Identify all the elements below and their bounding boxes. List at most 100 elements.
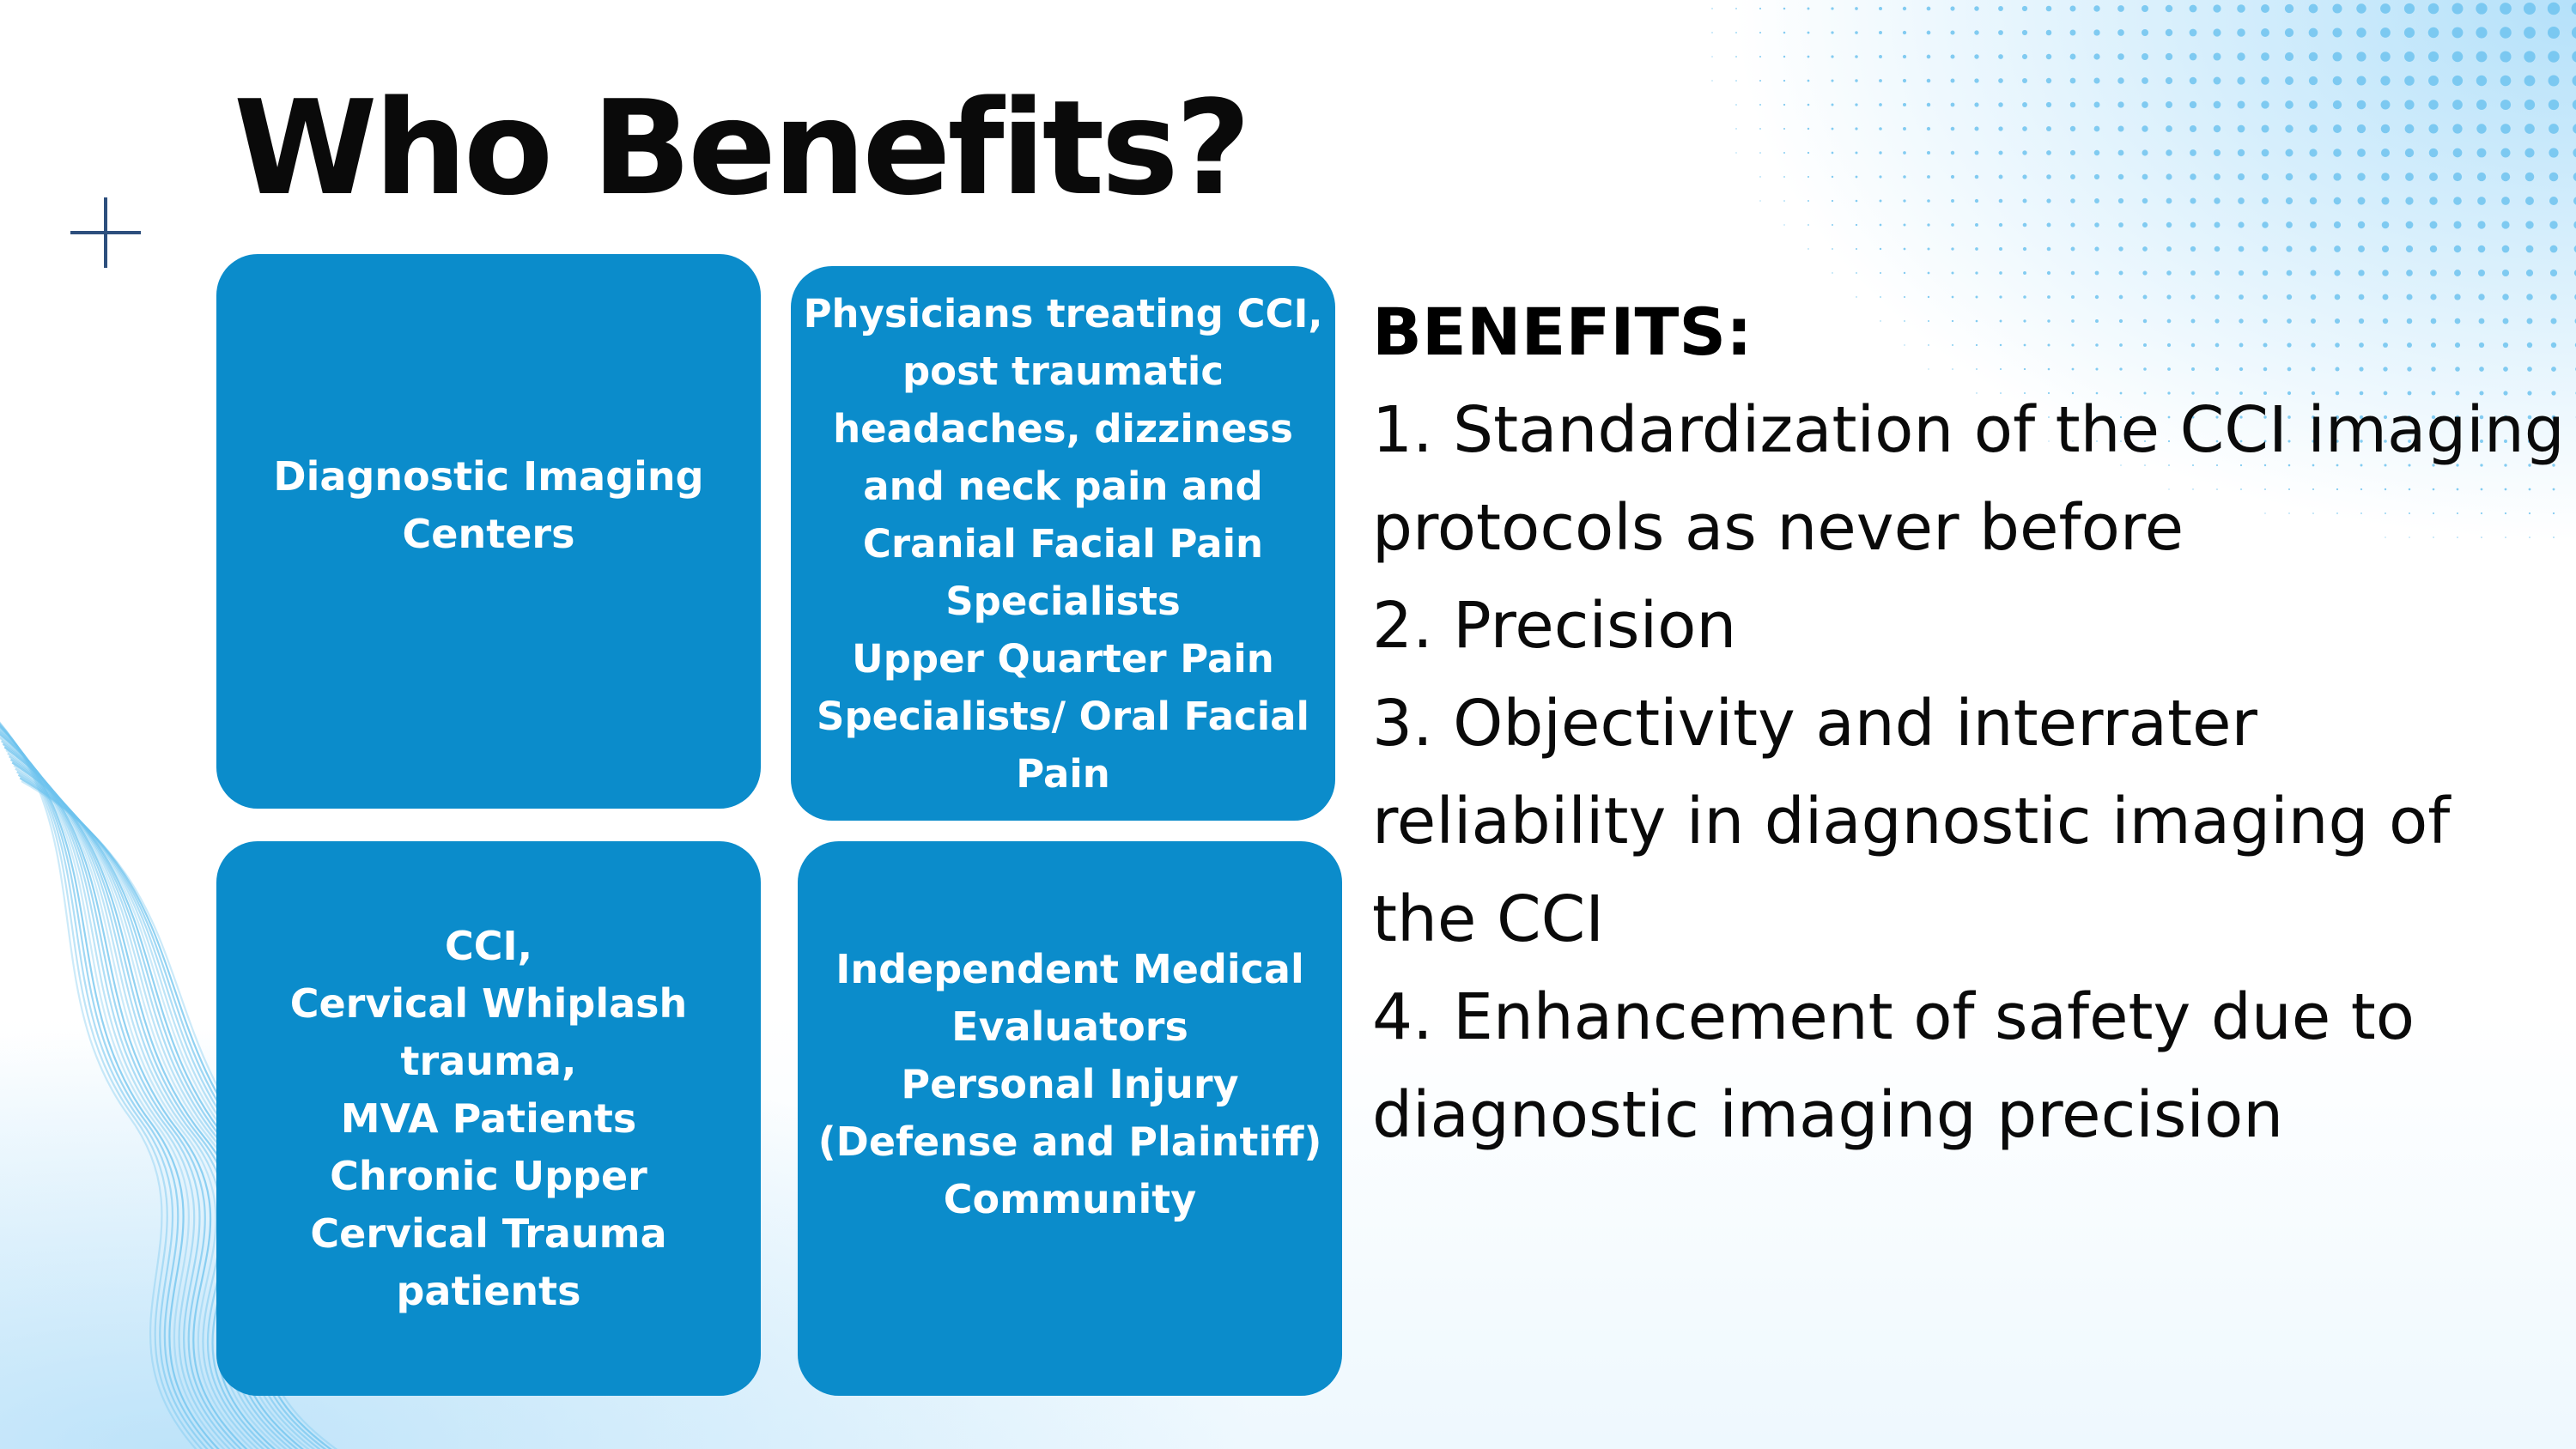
- decor-dot: [2360, 512, 2362, 514]
- decor-dot: [2550, 318, 2557, 324]
- decor-dot: [2524, 172, 2535, 182]
- decor-dot: [1998, 30, 2003, 35]
- decor-dot: [2288, 488, 2290, 490]
- decor-dot: [2046, 198, 2051, 203]
- decor-dot: [2382, 270, 2389, 276]
- decor-dot: [2167, 415, 2171, 419]
- decor-dot: [2336, 464, 2339, 467]
- decor-dot: [1927, 271, 1930, 275]
- decor-dot: [2239, 343, 2244, 348]
- decor-dot: [1759, 104, 1761, 106]
- decor-dot: [2525, 221, 2534, 229]
- decor-dot: [2045, 29, 2052, 36]
- decor-dot: [2456, 440, 2459, 443]
- decor-dot: [2022, 126, 2027, 131]
- decor-dot: [2408, 464, 2411, 467]
- decor-wave-line: [0, 731, 243, 1449]
- decor-dot: [2095, 391, 2099, 395]
- decor-dot: [2166, 125, 2172, 132]
- decor-dot: [1999, 367, 2002, 371]
- decor-dot: [2476, 75, 2488, 87]
- decor-dot: [2476, 172, 2487, 182]
- decor-dot: [2527, 367, 2532, 372]
- decor-dot: [2143, 367, 2147, 371]
- decor-dot: [1998, 198, 2003, 203]
- decor-dot: [1856, 272, 1857, 274]
- decor-dot: [2215, 440, 2219, 443]
- decor-dot: [2166, 149, 2172, 156]
- decor-dot: [2551, 415, 2556, 420]
- decor-dot: [2262, 221, 2269, 228]
- decor-dot: [1759, 200, 1761, 202]
- decor-dot: [2024, 416, 2026, 418]
- decor-dot: [2047, 343, 2050, 347]
- decor-dot: [2142, 221, 2148, 228]
- decor-dot: [2117, 53, 2124, 60]
- decor-dot: [1783, 176, 1785, 178]
- decor-dot: [2310, 294, 2317, 300]
- decor-dot: [2551, 367, 2556, 372]
- decor-dot: [2309, 197, 2318, 205]
- decor-dot: [2456, 488, 2459, 491]
- decor-dot: [2334, 294, 2341, 300]
- decor-dot: [2406, 294, 2413, 300]
- decor-dot: [2093, 149, 2100, 156]
- decor-dot: [2312, 464, 2315, 467]
- decor-dot: [2142, 101, 2148, 108]
- decor-dot: [2070, 294, 2075, 300]
- decor-dot: [2478, 294, 2485, 300]
- decor-dot: [2046, 270, 2051, 276]
- benefit-item: 2. Precision: [1372, 589, 1737, 663]
- decor-dot: [2500, 148, 2511, 158]
- decor-dot: [2072, 440, 2074, 442]
- decor-dot: [1855, 55, 1858, 58]
- decor-dot: [2311, 343, 2316, 348]
- decor-dot: [2332, 27, 2342, 38]
- decor-dot: [2504, 464, 2507, 467]
- decor-dot: [2428, 100, 2439, 110]
- decor-dot: [2528, 512, 2531, 515]
- decor-dot: [2191, 367, 2195, 371]
- decor-dot: [1904, 320, 1905, 322]
- decor-dot: [2405, 245, 2414, 253]
- decor-dot: [2166, 221, 2172, 228]
- decor-dot: [2093, 125, 2100, 132]
- decor-dot: [2262, 294, 2269, 300]
- decor-dot: [2501, 269, 2510, 277]
- decor-dot: [2528, 464, 2531, 467]
- decor-dot: [2407, 367, 2412, 372]
- decor-dot: [2142, 173, 2148, 180]
- decor-dot: [2527, 415, 2532, 420]
- decor-dot: [2095, 343, 2099, 347]
- decor-wave-line: [0, 730, 237, 1449]
- decor-dot: [2456, 464, 2459, 467]
- decor-dot: [1879, 223, 1882, 227]
- decor-dot: [2216, 488, 2218, 490]
- decor-dot: [2453, 221, 2462, 229]
- decor-dot: [1759, 152, 1761, 154]
- decor-dot: [2071, 367, 2075, 371]
- decor-dot: [1927, 319, 1930, 323]
- decor-dot: [2264, 512, 2266, 514]
- decor-dot: [2191, 440, 2195, 443]
- audience-box-diagnostic-imaging: Diagnostic Imaging Centers: [216, 254, 761, 809]
- decor-dot: [2142, 197, 2148, 204]
- decor-dot: [2358, 318, 2365, 324]
- decor-dot: [2046, 150, 2051, 155]
- decor-dot: [2023, 271, 2026, 275]
- decor-dot: [2451, 75, 2464, 87]
- decor-dot: [2192, 488, 2194, 490]
- decor-dot: [2093, 29, 2100, 36]
- decor-dot: [2119, 343, 2123, 347]
- decor-dot: [2141, 28, 2149, 37]
- decor-dot: [2572, 75, 2576, 87]
- decor-dot: [2118, 294, 2123, 300]
- decor-dot: [2238, 246, 2245, 252]
- decor-dot: [2403, 3, 2415, 15]
- decor-dot: [2427, 27, 2439, 39]
- decor-wave-line: [0, 721, 197, 1449]
- decor-dot: [1783, 79, 1786, 82]
- benefit-item: 1. Standardization of the CCI imaging pr…: [1372, 393, 2565, 565]
- decor-dot: [2261, 4, 2269, 13]
